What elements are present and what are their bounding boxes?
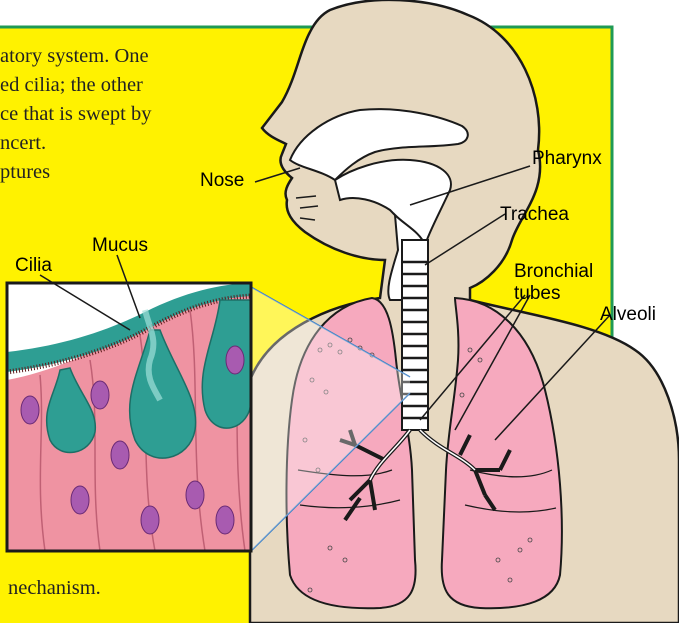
cilia-inset <box>7 283 251 551</box>
text-line-1: atory system. One <box>0 42 149 70</box>
bronchial-label-line2: tubes <box>514 283 560 304</box>
text-line-2: ed cilia; the other <box>0 71 143 99</box>
alveoli-label: Alveoli <box>600 304 656 325</box>
nose-label: Nose <box>200 170 244 191</box>
bronchial-label-line1: Bronchial <box>514 261 593 282</box>
trachea <box>402 240 428 430</box>
text-line-5: ptures <box>0 158 50 186</box>
cilia-label: Cilia <box>15 255 52 276</box>
text-bottom: nechanism. <box>8 574 101 602</box>
text-line-4: ncert. <box>0 129 46 157</box>
text-line-3: ce that is swept by <box>0 100 151 128</box>
trachea-label: Trachea <box>500 204 569 225</box>
pharynx-label: Pharynx <box>532 148 602 169</box>
mucus-label: Mucus <box>92 235 148 256</box>
